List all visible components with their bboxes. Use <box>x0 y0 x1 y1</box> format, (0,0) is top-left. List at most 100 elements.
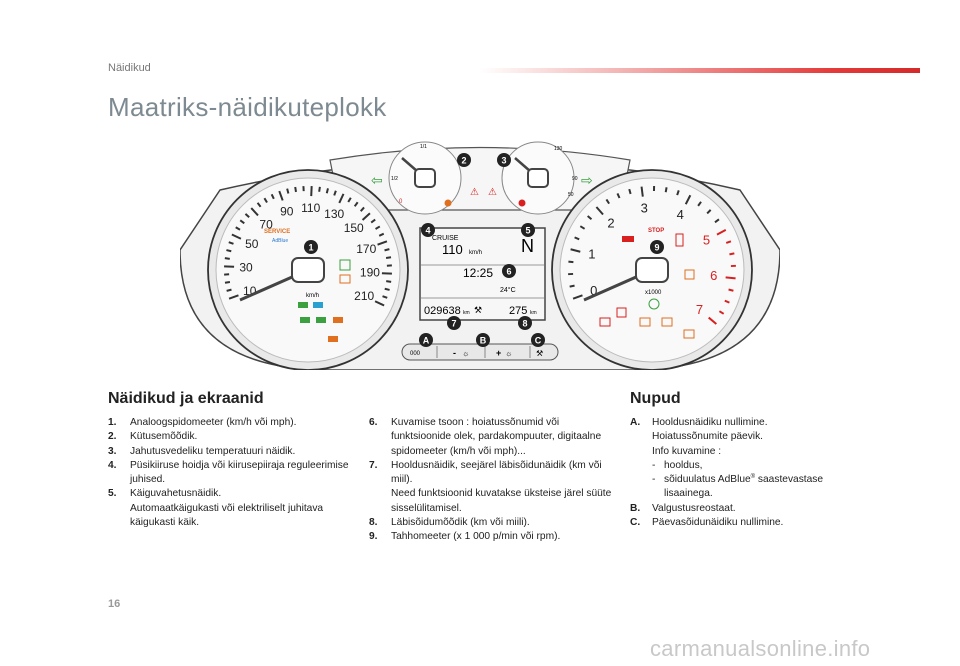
item-text: Tahhomeeter (x 1 000 p/min või rpm). <box>391 531 561 543</box>
speed-tick <box>378 232 385 237</box>
item-text: Hoiatussõnumite päevik. <box>652 431 763 443</box>
stop-label: STOP <box>648 228 664 234</box>
turn-right-icon: ⇨ <box>581 172 593 188</box>
item-text: Püsikiiruse hoidja või kiirusepiiraja re… <box>130 459 349 486</box>
display-gear: N <box>521 236 534 256</box>
rev-tick <box>724 299 730 304</box>
rev-tick <box>714 218 720 224</box>
display-time: 12:25 <box>463 266 493 280</box>
speed-label: 150 <box>344 221 364 235</box>
lamp-icon <box>333 317 343 323</box>
list-item: A. Hooldusnäidiku nullimine. Hoiatussõnu… <box>630 416 860 502</box>
item-number: 7. <box>369 459 378 471</box>
item-number: 6. <box>369 417 378 428</box>
sub-text: hooldus, <box>664 459 703 471</box>
item-number: 4. <box>108 459 117 471</box>
warning-icon <box>339 259 351 271</box>
lamp-icon <box>298 302 308 308</box>
sub-text: saastevastase lisaainega. <box>664 474 824 500</box>
list-item: 7.Hooldusnäidik, seejärel läbisõidunäidi… <box>369 459 614 516</box>
speed-tick <box>375 225 381 230</box>
wrench-icon: ⚒ <box>474 305 482 315</box>
lamp-icon <box>661 317 673 327</box>
dim-plus-label[interactable]: + <box>496 348 501 358</box>
speed-tick <box>228 241 234 245</box>
rev-tick <box>574 236 580 241</box>
list-item: 3.Jahutusvedeliku temperatuuri näidik. <box>108 445 353 459</box>
seatbelt-icon: ⚠ <box>488 187 497 198</box>
list-item: 8.Läbisõidumõõdik (km või miili). <box>369 516 614 530</box>
rev-tick <box>572 294 583 300</box>
speed-tick <box>382 295 388 299</box>
callout-badge <box>531 333 545 347</box>
warning-icon <box>648 298 660 310</box>
rev-tick <box>716 228 727 236</box>
page-number: 16 <box>108 598 121 610</box>
speed-tick <box>385 256 392 259</box>
item-text: Läbisõidumõõdik (km või miili). <box>391 517 530 529</box>
item-number: 9. <box>369 531 378 543</box>
display-odometer: 029638 <box>424 305 461 317</box>
speed-label: 210 <box>354 289 374 303</box>
speed-tick <box>353 201 359 207</box>
speed-tick <box>377 240 388 246</box>
button-a-label[interactable]: 000 <box>410 351 421 357</box>
temp-mark: 130 <box>554 146 563 152</box>
item-text: Jahutusvedeliku temperatuuri näidik. <box>130 445 296 457</box>
speed-tick <box>239 219 245 225</box>
item-text: Analoogspidomeeter (km/h või mph). <box>130 417 297 428</box>
sun-icon: ☼ <box>462 349 469 358</box>
speed-tick <box>347 197 352 203</box>
adblue-label: AdBlue <box>272 238 288 244</box>
rev-label: 3 <box>641 200 648 215</box>
rev-tick <box>676 190 680 196</box>
rev-tick <box>628 188 632 195</box>
rev-label: 1 <box>588 247 595 262</box>
speed-tick <box>244 213 250 219</box>
list-displays-continued: 6.Kuvamise tsoon : hoiatussõnumid või fu… <box>369 416 614 545</box>
item-text: Info kuvamine : <box>652 445 722 457</box>
speed-tick <box>359 206 365 212</box>
rev-tick <box>569 284 575 288</box>
lamp-icon <box>328 336 338 342</box>
speed-tick <box>263 197 268 203</box>
speed-tick <box>384 287 390 291</box>
sub-item: -sõiduulatus AdBlue® saastevastase lisaa… <box>652 473 860 502</box>
callout-badge <box>457 153 471 167</box>
display-speed-unit: km/h <box>469 250 482 256</box>
lamp-icon <box>639 317 651 327</box>
item-text: Valgustusreostaat. <box>652 502 736 514</box>
rev-tick <box>697 201 702 207</box>
warning-icon <box>339 274 351 284</box>
sub-text: sõiduulatus AdBlue <box>664 474 751 486</box>
dim-minus-label[interactable]: - <box>453 348 456 358</box>
section-heading-buttons: Nupud <box>630 390 681 407</box>
fuel-mark: 1/2 <box>391 176 398 182</box>
item-number: A. <box>630 417 641 428</box>
rev-tick <box>728 288 734 292</box>
lamp-icon <box>683 329 695 339</box>
speed-label: 90 <box>280 205 294 219</box>
speed-tick <box>224 257 230 260</box>
list-item: 6.Kuvamise tsoon : hoiatussõnumid või fu… <box>369 416 614 459</box>
callout-label: 1 <box>308 243 313 253</box>
sun-icon: ☼ <box>505 349 512 358</box>
list-item: 4. Püsikiiruse hoidja või kiirusepiiraja … <box>108 459 353 488</box>
speed-tick <box>370 218 376 224</box>
speed-tick <box>318 186 321 192</box>
page-title: Maatriks-näidikuteplokk <box>108 92 387 122</box>
lamp-icon <box>684 269 695 280</box>
speed-label: 110 <box>301 201 320 215</box>
display-cruise: CRUISE <box>432 235 459 242</box>
rev-label: 6 <box>710 268 717 283</box>
item-number: C. <box>630 517 641 529</box>
warning-icon <box>675 233 684 247</box>
list-item: 1.Analoogspidomeeter (km/h või mph). <box>108 416 353 430</box>
speed-tick <box>338 193 345 204</box>
battery-icon <box>599 317 611 327</box>
callout-badge <box>421 223 435 237</box>
item-number: 2. <box>108 431 117 443</box>
seatbelt-icon: ⚠ <box>470 187 479 198</box>
rev-tick <box>725 240 732 244</box>
